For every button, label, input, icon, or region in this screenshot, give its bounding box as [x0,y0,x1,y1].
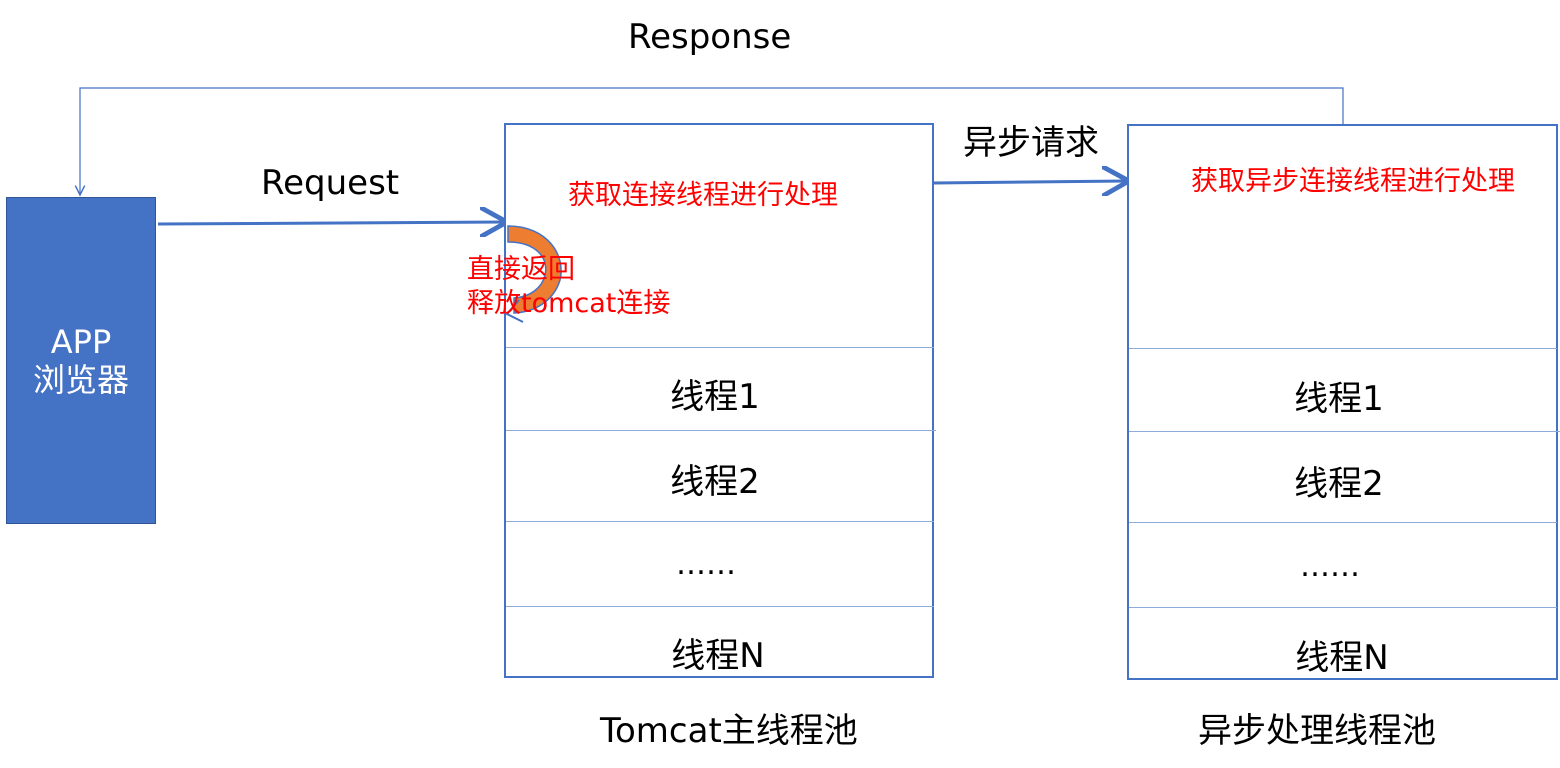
async-thread-row: …… [1300,549,1360,584]
response-line [80,87,1344,195]
row-divider [506,606,934,607]
tomcat-thread-pool [504,123,934,678]
tomcat-thread-row: 线程N [671,636,765,676]
async-pool-caption: 异步处理线程池 [1198,711,1436,751]
tomcat-action-label: 获取连接线程进行处理 [568,180,838,211]
row-divider [506,521,934,522]
async-thread-row: 线程1 [1294,379,1384,419]
app-browser-box: APP 浏览器 [6,197,156,524]
browser-label: 浏览器 [32,360,129,399]
row-divider [506,430,936,431]
row-divider [1129,431,1560,432]
row-divider [506,347,934,348]
tomcat-pool-caption: Tomcat主线程池 [600,711,858,751]
tomcat-thread-row: 线程1 [670,377,760,417]
request-label: Request [261,163,400,203]
async-thread-row: 线程2 [1294,464,1384,504]
async-action-label: 获取异步连接线程进行处理 [1191,166,1515,197]
app-label: APP [50,322,112,361]
row-divider [1129,522,1557,523]
tomcat-thread-row: …… [676,547,736,582]
return-note-line1: 直接返回 [467,254,575,285]
async-request-arrow [933,181,1126,183]
async-request-label: 异步请求 [963,123,1099,163]
async-thread-pool [1127,124,1558,680]
row-divider [1129,348,1557,349]
tomcat-thread-row: 线程2 [670,462,760,502]
response-label: Response [628,17,792,57]
return-note-line2: 释放tomcat连接 [467,288,671,319]
async-thread-row: 线程N [1295,638,1389,678]
row-divider [1129,607,1557,608]
request-arrow [157,222,504,224]
